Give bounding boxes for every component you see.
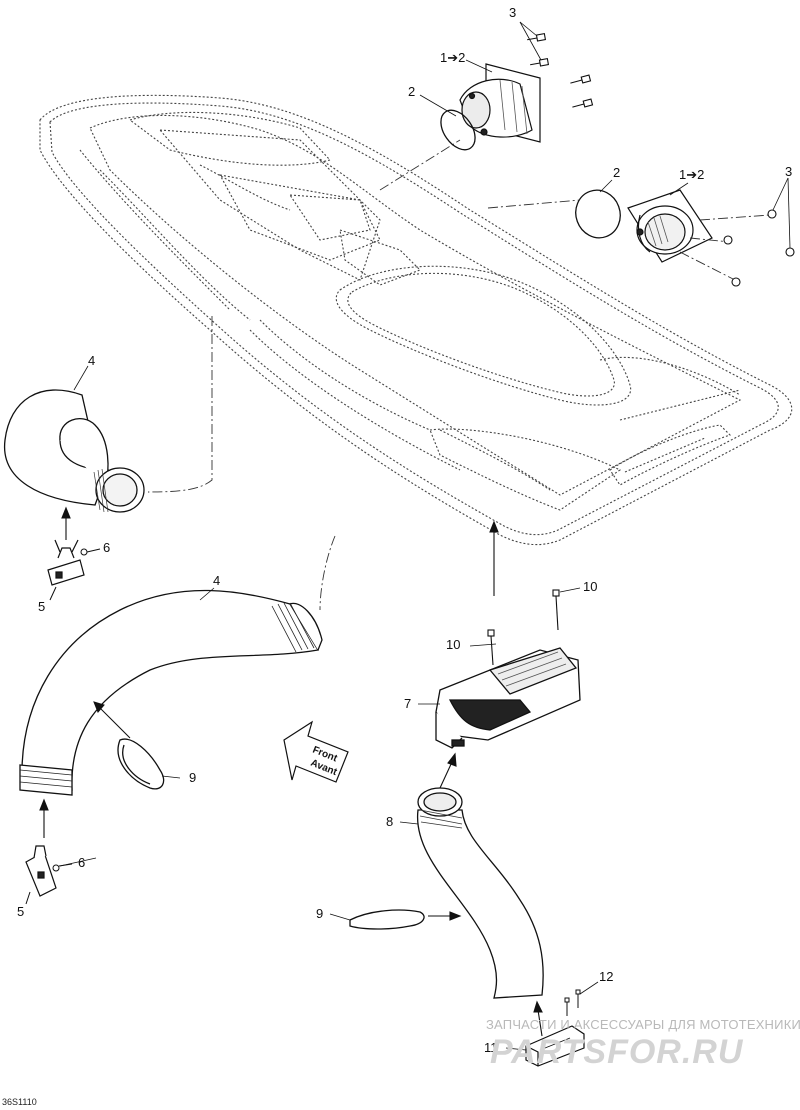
arrow-hose-to-adapter — [439, 752, 457, 789]
callout-2-top: 2 — [408, 84, 416, 99]
bracket-item-11 — [505, 1025, 585, 1067]
bolt-item-10-left — [469, 629, 497, 666]
screws-item-12 — [564, 981, 599, 1016]
callout-10-left: 10 — [446, 637, 461, 652]
callout-9-bottom: 9 — [316, 906, 324, 921]
callout-8: 8 — [386, 814, 394, 829]
callout-leaders-3-top — [519, 21, 542, 61]
intake-adapter-item-7 — [435, 647, 581, 749]
screw-item-6-upper — [49, 548, 101, 601]
drawing-code: 36S1110 — [2, 1097, 37, 1107]
watermark-logo: PARTSFOR.RU — [490, 1033, 744, 1071]
bolt-item-10-right — [552, 587, 581, 631]
front-direction-arrow: Front Avant — [283, 720, 349, 783]
callout-7: 7 — [404, 696, 412, 711]
screws-item-3-right — [723, 209, 795, 287]
rear-gasket — [575, 189, 621, 239]
callout-1-top: 1➔2 — [440, 50, 466, 65]
callout-12: 12 — [599, 969, 614, 984]
callout-2-right: 2 — [613, 165, 621, 180]
arrow-bracket-to-hose — [533, 1000, 543, 1037]
arrow-hose-clamp-to-duct — [93, 701, 131, 739]
callout-3-right: 3 — [785, 164, 793, 179]
callout-3-top: 3 — [509, 5, 517, 20]
duct-item-4-lower — [19, 589, 323, 796]
callout-6-lower: 6 — [78, 855, 86, 870]
arrow-clamp-to-duct-lower — [39, 798, 49, 838]
callout-4-upper: 4 — [88, 353, 96, 368]
hull-deck-outline — [39, 94, 793, 546]
callout-9-left: 9 — [189, 770, 197, 785]
callout-leaders-3-right — [772, 177, 791, 249]
callout-11: 11 — [484, 1040, 498, 1055]
callout-4-lower: 4 — [213, 573, 221, 588]
rear-vent-assembly — [627, 189, 713, 263]
arrow-clamp-to-hose — [428, 911, 462, 921]
callout-leaders — [59, 59, 689, 867]
arrow-clamp-to-duct-upper — [61, 506, 71, 540]
hose-item-8 — [399, 787, 544, 999]
front-gasket — [440, 109, 476, 151]
assembly-centerlines — [147, 139, 771, 611]
callout-6-upper: 6 — [103, 540, 111, 555]
hose-clamp-item-9-bottom — [329, 909, 425, 930]
screws-item-3-top — [527, 33, 594, 108]
callout-5-lower: 5 — [17, 904, 25, 919]
front-vent-assembly — [459, 63, 541, 143]
callout-5-upper: 5 — [38, 599, 46, 614]
watermark-tagline: ЗАПЧАСТИ И АКСЕССУАРЫ ДЛЯ МОТОТЕХНИКИ — [486, 1017, 800, 1032]
arrow-adapter-to-hull — [489, 520, 499, 596]
clamp-item-5-upper — [47, 539, 85, 586]
callout-1-right: 1➔2 — [679, 167, 705, 182]
duct-item-4-upper — [4, 389, 145, 513]
hose-clamp-item-9-left — [117, 738, 181, 790]
callout-10-right: 10 — [583, 579, 598, 594]
clamp-item-5-lower — [25, 845, 57, 897]
